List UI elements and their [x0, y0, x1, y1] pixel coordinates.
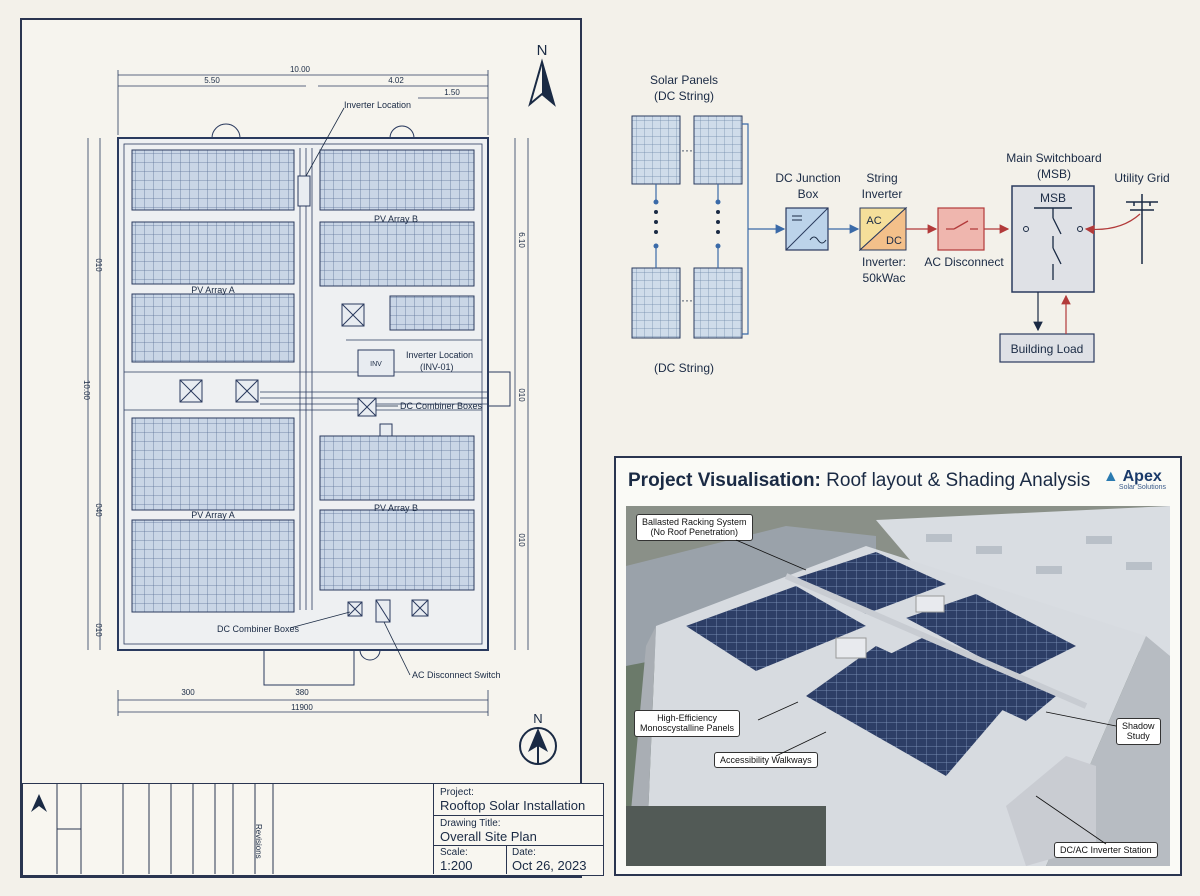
brand-name: Apex	[1122, 468, 1162, 485]
callout-inverter-station: DC/AC Inverter Station	[1054, 842, 1158, 859]
dc-junction-box-label-1: DC Junction	[775, 171, 840, 185]
door-swings	[211, 123, 511, 686]
panel-rows-photo	[686, 552, 1076, 776]
dim-bottom-total: 11900	[291, 703, 313, 712]
north-arrow-top: N	[528, 42, 556, 107]
aerial-photo-illustration	[626, 506, 1170, 866]
main-switchboard-label-2: (MSB)	[1037, 167, 1071, 181]
plan-labels: Inverter Location PV Array B PV Array A …	[191, 100, 500, 680]
dim-left-lower: 040	[94, 503, 103, 517]
aerial-photo: Ballasted Racking System (No Roof Penetr…	[626, 506, 1170, 866]
building-load-box: Building Load	[999, 333, 1095, 363]
visualisation-card: Project Visualisation: Roof layout & Sha…	[614, 456, 1182, 876]
label-inverter-location-top: Inverter Location	[344, 100, 411, 110]
dim-left-bottom: 010	[94, 623, 103, 637]
dim-right-lower: 010	[517, 533, 526, 547]
building-load-label: Building Load	[1011, 342, 1084, 356]
callout-shadow: Shadow Study	[1116, 718, 1161, 745]
dc-junction-box-label-2: Box	[798, 187, 819, 201]
msb-label: MSB	[1040, 191, 1066, 205]
drawing-title-label: Drawing Title:	[440, 818, 501, 829]
dim-top-left: 5.50	[204, 76, 220, 85]
ac-disconnect-icon	[937, 207, 985, 251]
utility-pole-icon	[1126, 194, 1158, 264]
inverter-rating-label-2: 50kWac	[863, 271, 906, 285]
dim-left-mid: 10.00	[82, 380, 91, 401]
project-value: Rooftop Solar Installation	[440, 798, 586, 813]
svg-text:···: ···	[681, 293, 693, 307]
inverter-box-label: INV	[370, 361, 382, 368]
label-dc-combiner-boxes: DC Combiner Boxes	[400, 401, 483, 411]
north-label-bottom: N	[533, 711, 542, 726]
msb-icon: MSB	[1011, 185, 1095, 293]
inverter-ac-label: AC	[866, 215, 881, 227]
svg-text:···: ···	[681, 143, 693, 157]
solar-panels-label: Solar Panels	[650, 73, 718, 87]
label-pv-array-b-bottom: PV Array B	[374, 503, 418, 513]
dim-bottom-mid: 380	[295, 688, 309, 697]
pv-arrays	[131, 149, 475, 613]
dc-string-bottom-label: (DC String)	[654, 361, 714, 375]
scale-label: Scale:	[440, 847, 468, 858]
date-label: Date:	[512, 847, 536, 858]
string-inverter-icon: AC DC	[858, 206, 908, 252]
date-value: Oct 26, 2023	[512, 858, 587, 873]
dim-bottom-left: 300	[181, 688, 195, 697]
dim-top-small: 1.50	[444, 88, 460, 97]
string-inverter-label-2: Inverter	[862, 187, 903, 201]
visualisation-title: Project Visualisation: Roof layout & Sha…	[628, 470, 1090, 492]
utility-grid-label: Utility Grid	[1114, 171, 1169, 185]
dc-string-top-label: (DC String)	[654, 89, 714, 103]
dim-top-right: 4.02	[388, 76, 404, 85]
dim-right-mid: 010	[517, 388, 526, 402]
label-pv-array-a-top: PV Array A	[191, 285, 235, 295]
north-arrow-bottom: N	[519, 711, 557, 765]
label-ac-disconnect-switch: AC Disconnect Switch	[412, 670, 501, 680]
inverter-dc-label: DC	[886, 235, 902, 247]
visualisation-title-bold: Project Visualisation:	[628, 470, 821, 491]
title-block-fields: Project: Rooftop Solar Installation Draw…	[433, 784, 604, 874]
site-plan-drawing: N 10.00 5.50 4.02 1.50 300 380 11900 010…	[82, 42, 557, 765]
label-dc-combiner-boxes-bottom: DC Combiner Boxes	[217, 624, 300, 634]
inverter-rating-label-1: Inverter:	[862, 255, 906, 269]
label-inverter-location-mid: Inverter Location	[406, 350, 473, 360]
visualisation-title-rest: Roof layout & Shading Analysis	[826, 470, 1091, 491]
solar-panel-strings: ··· ···	[631, 115, 786, 339]
callout-walkways: Accessibility Walkways	[714, 752, 818, 769]
project-label: Project:	[440, 787, 474, 798]
dc-junction-box-icon	[785, 207, 829, 251]
label-inverter-id: (INV-01)	[420, 362, 454, 372]
dim-overall-top: 10.00	[290, 65, 311, 74]
callout-racking: Ballasted Racking System (No Roof Penetr…	[636, 514, 753, 541]
title-block-grid	[31, 784, 274, 874]
title-block: Revisions Project: Rooftop Solar Install…	[22, 783, 604, 876]
equipment-boxes	[179, 175, 429, 623]
brand-logo: ▲ Apex Solar Solutions	[1103, 468, 1166, 491]
main-switchboard-label-1: Main Switchboard	[1006, 151, 1101, 165]
north-label-top: N	[537, 42, 548, 59]
ac-disconnect-label: AC Disconnect	[924, 255, 1004, 269]
drawing-title-value: Overall Site Plan	[440, 829, 537, 844]
callout-panels: High-Efficiency Monoscystalline Panels	[634, 710, 741, 737]
dim-left-upper: 010	[94, 258, 103, 272]
label-pv-array-b-top: PV Array B	[374, 214, 418, 224]
scale-value: 1:200	[440, 858, 473, 873]
brand-mark-icon: ▲	[1102, 468, 1119, 485]
dim-right-upper: 6.10	[517, 232, 526, 248]
brand-sub: Solar Solutions	[1118, 484, 1166, 491]
single-line-diagram: Solar Panels (DC String) ··· ··· (DC Str…	[631, 73, 1170, 375]
title-block-column-note: Revisions	[254, 824, 263, 859]
label-pv-array-a-bottom: PV Array A	[191, 510, 235, 520]
string-inverter-label-1: String	[866, 171, 897, 185]
